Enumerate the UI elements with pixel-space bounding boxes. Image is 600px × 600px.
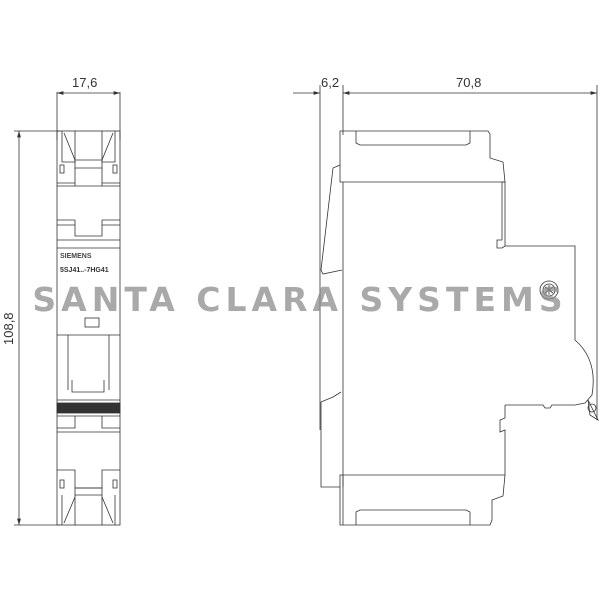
toggle-pivot	[587, 403, 597, 413]
offset-dimension: 6,2	[293, 75, 360, 430]
lower-mid-section	[56, 334, 121, 433]
part-number-label: 5SJ41..-7HG41	[60, 267, 109, 274]
width-dimension: 17,6	[56, 75, 121, 140]
side-view: 6,2 70,8	[293, 75, 599, 526]
manufacturer-label: SIEMENS	[60, 253, 92, 260]
top-clip-slot	[355, 131, 471, 146]
lower-latch	[320, 391, 342, 488]
toggle-arc	[505, 339, 594, 409]
depth-dimension: 70,8	[360, 75, 598, 420]
left-latch	[320, 164, 343, 275]
top-clip-block	[339, 130, 506, 183]
height-dimension: 108,8	[1, 130, 60, 526]
front-body-outline	[56, 130, 121, 526]
toggle-grip	[56, 402, 121, 414]
toggle-tip	[587, 399, 599, 422]
bottom-clip-slot	[355, 509, 471, 525]
terminal-screw	[539, 280, 559, 300]
depth-dimension-label: 70,8	[456, 75, 481, 90]
indicator-window	[84, 317, 100, 328]
front-view: 17,6 108,8	[1, 75, 121, 526]
offset-dimension-label: 6,2	[321, 75, 339, 90]
width-dimension-label: 17,6	[72, 75, 97, 90]
height-dimension-label: 108,8	[1, 312, 16, 345]
top-terminal	[57, 131, 120, 187]
bottom-terminal	[57, 469, 120, 525]
bottom-clip-block	[339, 405, 506, 526]
upper-mid-section	[57, 219, 120, 249]
